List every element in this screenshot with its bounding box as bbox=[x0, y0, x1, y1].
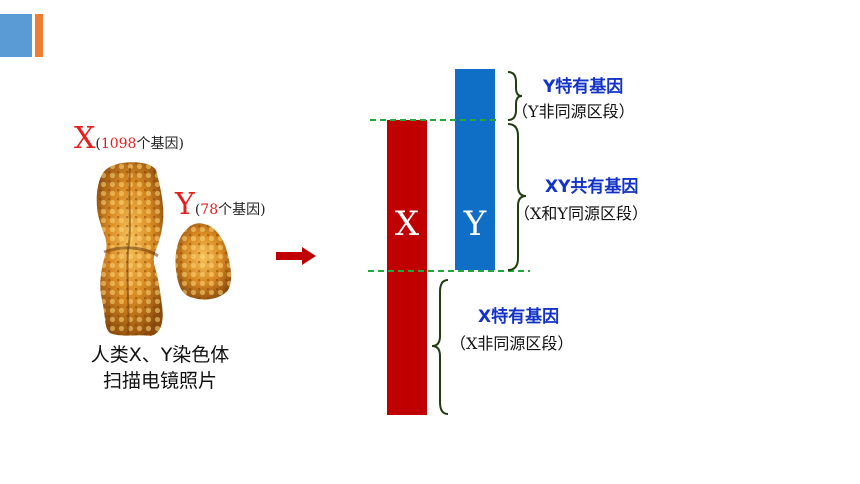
brace-icon bbox=[507, 123, 527, 271]
x-letter: X bbox=[74, 121, 96, 156]
paren-open: ( bbox=[194, 202, 201, 218]
caption-line-2: 扫描电镜照片 bbox=[102, 370, 217, 392]
y-gene-unit: 个基因) bbox=[218, 202, 266, 218]
paren-open: ( bbox=[95, 136, 101, 152]
xy-shared-subtitle: （X和Y同源区段） bbox=[514, 204, 648, 223]
y-specific-title: Y特有基因 bbox=[543, 77, 624, 97]
y-specific-subtitle: （Y非同源区段） bbox=[512, 102, 635, 121]
x-chromosome-label: X(1098个基因) bbox=[74, 124, 184, 154]
brace-icon bbox=[431, 279, 449, 415]
header-accent-orange bbox=[35, 14, 43, 57]
y-chromosome-bar bbox=[455, 69, 495, 270]
x-gene-unit: 个基因) bbox=[136, 136, 184, 152]
y-gene-count: 78 bbox=[200, 202, 219, 218]
xy-shared-title: XY共有基因 bbox=[545, 177, 639, 197]
x-specific-title: X特有基因 bbox=[478, 307, 560, 327]
y-bar-letter: Y bbox=[463, 204, 487, 244]
x-chromosome-bar bbox=[387, 120, 427, 415]
x-specific-subtitle: （X非同源区段） bbox=[450, 334, 574, 353]
brace-icon bbox=[507, 71, 523, 121]
arrow-right-icon bbox=[276, 247, 316, 265]
x-chromosome-image bbox=[96, 162, 164, 336]
x-bar-letter: X bbox=[394, 204, 420, 244]
x-gene-count: 1098 bbox=[100, 136, 137, 152]
y-chromosome-image bbox=[175, 223, 232, 300]
header-accent-blue bbox=[0, 14, 32, 57]
y-chromosome-label: Y(78个基因) bbox=[175, 190, 266, 220]
y-letter: Y bbox=[175, 187, 195, 222]
caption-line-1: 人类X、Y染色体 bbox=[90, 344, 230, 366]
photo-caption: 人类X、Y染色体 扫描电镜照片 bbox=[60, 342, 260, 394]
